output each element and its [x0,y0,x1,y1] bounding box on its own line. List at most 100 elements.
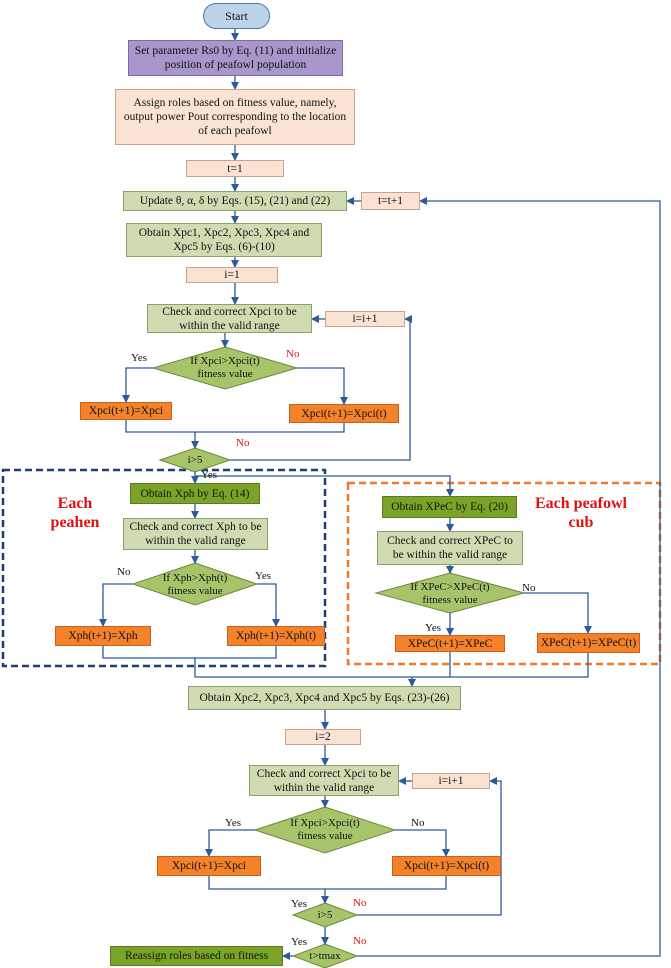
section-peahen-text: Each peahen [50,495,100,531]
check-pec-box: Check and correct XPeC to be within the … [377,531,523,565]
check-pci-1-text: Check and correct Xpci to be within the … [162,305,297,332]
check-ph-box: Check and correct Xph to be within the v… [123,518,268,550]
update-pci-right-2-text: Xpci(t+1)=Xpci(t) [403,860,490,872]
set-parameter-text: Set parameter Rs0 by Eq. (11) and initia… [134,45,337,71]
obtain-pec-box: Obtain XPeC by Eq. (20) [382,496,517,518]
section-peahen-label: Each peahen [40,494,110,532]
check-pec-text: Check and correct XPeC to be within the … [387,535,513,561]
section-cub-label: Each peafowl cub [526,494,636,532]
yes-label-2: Yes [225,817,242,829]
i-init-1-box: i=1 [186,267,278,283]
arrow-loop-back-i-inc-1 [230,315,412,461]
update-ph-right-box: Xph(t+1)=Xph(t) [227,626,325,646]
arrow-no-branch-1 [297,367,348,405]
arrow-loop-back-t-inc [357,197,661,957]
i-gt-5-2-label: i>5 [303,908,347,922]
decision-t-gt-tmax [291,943,359,968]
update-pec-left-text: XPeC(t+1)=XPeC [407,637,493,650]
t-increment-box: t=t+1 [361,192,420,210]
yes-label-i-gt-5-1: Yes [201,469,218,481]
update-pci-left-2-text: Xpci(t+1)=Xpci [171,860,247,872]
decision-ph-fitness [131,562,259,606]
obtain-pc-2-text: Obtain Xpc2, Xpc3, Xpc4 and Xpc5 by Eqs.… [199,692,450,704]
no-label-i-gt-5-1: No [236,437,250,449]
update-ph-left-text: Xph(t+1)=Xph [68,630,138,642]
t-increment-text: t=t+1 [377,195,404,207]
t-gt-tmax-text: t>tmax [309,949,341,962]
i-init-2-text: i=2 [315,731,331,743]
reassign-roles-text: Reassign roles based on fitness [124,950,269,962]
arrow-yes-branch-1 [122,367,153,403]
t-init-text: t=1 [227,162,243,175]
decision-pci-fitness-1 [151,346,299,390]
i-increment-2-box: i=i+1 [412,773,490,789]
update-pci-right-1-box: Xpci(t+1)=Xpci(t) [289,404,399,423]
set-parameter-box: Set parameter Rs0 by Eq. (11) and initia… [128,40,343,76]
update-params-text: Update θ, α, δ by Eqs. (15), (21) and (2… [139,195,331,207]
i-gt-5-1-label: i>5 [175,453,215,467]
yes-label-i-gt-5-2: Yes [291,898,308,910]
diamond-pci-1-label: If Xpci>Xpci(t) fitness value [163,354,287,382]
yes-label-ph: Yes [255,570,272,582]
i-gt-5-1-text: i>5 [187,453,203,466]
update-pci-left-2-box: Xpci(t+1)=Xpci [157,856,261,876]
t-gt-tmax-label: t>tmax [301,949,349,963]
line-ph-merge [102,646,277,659]
line-ph-merge-down [194,658,450,678]
i-increment-1-box: i=i+1 [325,311,405,327]
line-merge-2 [208,876,447,890]
i-increment-1-text: i=i+1 [352,313,378,325]
update-pec-right-text: XPeC(t+1)=XPeC(t) [540,637,637,649]
yes-label-t-max: Yes [291,936,308,948]
t-init-box: t=1 [186,160,284,177]
update-pec-right-box: XPeC(t+1)=XPeC(t) [537,633,640,653]
check-pci-1-box: Check and correct Xpci to be within the … [147,304,312,333]
arrow-ph-yes-left [99,583,133,627]
check-ph-text: Check and correct Xph to be within the v… [129,521,262,547]
arrow-yes-branch-2 [205,829,255,857]
i-init-1-text: i=1 [224,269,240,281]
check-pci-2-text: Check and correct Xpci to be within the … [256,767,392,794]
update-pci-left-1-box: Xpci(t+1)=Xpci [80,402,172,420]
reassign-roles-box: Reassign roles based on fitness [110,946,283,966]
i-gt-5-2-text: i>5 [317,908,333,921]
i-init-2-box: i=2 [285,729,361,745]
yes-label-pec: Yes [425,622,442,634]
no-label-ph: No [117,566,131,578]
diamond-ph-label: If Xph>Xph(t) fitness value [143,571,247,599]
line-merge-1 [125,420,345,433]
line-pec-merge [449,652,589,678]
no-label-1: No [286,348,300,360]
i-increment-2-text: i=i+1 [438,775,464,787]
yes-label-1: Yes [131,352,148,364]
arrow-no-branch-2 [395,829,450,857]
no-label-i-gt-5-2: No [353,897,367,909]
update-params-box: Update θ, α, δ by Eqs. (15), (21) and (2… [123,191,347,211]
arrow-loop-back-i-inc-2 [357,777,502,916]
start-terminal: Start [203,3,270,29]
diamond-ph-line2: fitness value [167,585,223,597]
diamond-pci-2-line1: If Xpci>Xpci(t) [290,817,360,829]
diamond-pci-1-line2: fitness value [197,368,253,380]
obtain-ph-box: Obtain Xph by Eq. (14) [130,483,260,504]
start-label: Start [225,9,248,23]
arrow-pec-no-right [524,592,592,634]
obtain-ph-text: Obtain Xph by Eq. (14) [140,487,250,500]
obtain-pc-2-box: Obtain Xpc2, Xpc3, Xpc4 and Xpc5 by Eqs.… [188,686,461,710]
diamond-pec-line1: If XPeC>XPeC(t) [410,581,490,593]
update-pec-left-box: XPeC(t+1)=XPeC [395,635,505,652]
diamond-pci-2-line2: fitness value [297,830,353,842]
diamond-ph-line1: If Xph>Xph(t) [162,572,228,584]
peahen-frame [1,468,327,668]
decision-pci-fitness-2 [253,806,397,854]
obtain-pec-text: Obtain XPeC by Eq. (20) [391,501,508,513]
arrow-to-obtain-pec [195,475,454,497]
update-ph-left-box: Xph(t+1)=Xph [55,626,151,646]
section-cub-text: Each peafowl cub [535,495,627,531]
diamond-pci-1-line1: If Xpci>Xpci(t) [190,355,260,367]
update-pci-right-1-text: Xpci(t+1)=Xpci(t) [301,407,387,420]
diamond-pci-2-label: If Xpci>Xpci(t) fitness value [265,816,385,844]
assign-roles-box: Assign roles based on fitness value, nam… [115,89,355,145]
update-pci-left-1-text: Xpci(t+1)=Xpci [88,405,164,417]
